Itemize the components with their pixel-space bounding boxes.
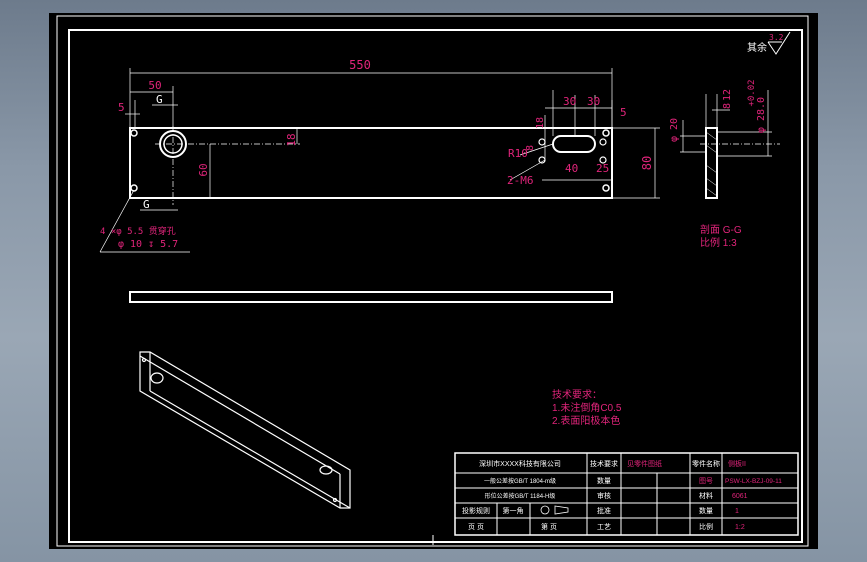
tb-company: 深圳市XXXX科技有限公司 <box>479 459 561 468</box>
dim-slot-30b: 30 <box>587 95 600 108</box>
tb-r2: 一般公差按GB/T 1804-m级 <box>484 477 556 485</box>
corner-hole <box>130 129 138 137</box>
tb-quantity: 1 <box>735 508 739 515</box>
section-view <box>700 127 780 199</box>
title-block <box>454 452 799 536</box>
dim-radius: R10 <box>508 147 528 160</box>
tb-r1c3: 技术要求 <box>590 459 618 468</box>
corner-hole <box>602 129 610 137</box>
tech-req-line1: 1.未注倒角C0.5 <box>552 401 622 414</box>
dim-hole-x: 50 <box>148 79 161 92</box>
tech-req-title: 技术要求： <box>552 388 602 401</box>
tb-r3c5: 材料 <box>699 491 713 500</box>
dim-tapped-holes: 2-M6 <box>507 174 534 187</box>
tb-r5c2: 第 页 <box>541 522 557 531</box>
dim-side-d20: φ 20 <box>669 118 680 142</box>
dim-slot-18: 18 <box>535 117 546 129</box>
front-view <box>129 126 613 205</box>
tb-r5c5: 比例 <box>699 522 713 531</box>
dim-slot-25: 25 <box>596 162 609 175</box>
tb-r5c1: 页 页 <box>468 523 484 531</box>
section-mark-top: G <box>156 93 163 106</box>
tb-drawing-no: PSW-LX-BZJ-09-11 <box>725 478 782 485</box>
roughness-note-label: 其余 <box>747 41 767 54</box>
projection-symbol <box>540 505 569 515</box>
roughness-symbol <box>767 31 791 55</box>
tb-material: 6061 <box>732 493 748 500</box>
tb-r2c5: 图号 <box>699 477 713 485</box>
tech-req-line2: 2.表面阳极本色 <box>552 414 620 427</box>
dim-60: 60 <box>197 163 210 176</box>
dim-slot-40: 40 <box>565 162 578 175</box>
corner-hole <box>130 184 138 192</box>
isometric-view <box>139 351 351 509</box>
drawing-sheet <box>49 13 818 549</box>
tb-r4c5: 数量 <box>699 506 713 515</box>
roughness-value: 3.2 <box>769 33 784 42</box>
dim-edge-right: 5 <box>620 106 627 119</box>
tb-r5c3: 工艺 <box>597 523 611 531</box>
tb-r2c3: 数量 <box>597 476 611 485</box>
dim-plate-width: 80 <box>640 156 654 170</box>
tb-r4c3: 批准 <box>597 506 611 515</box>
dim-side-tol: +0.02 <box>747 79 757 106</box>
plate-outline <box>129 127 613 199</box>
dim-slot-8: 8 <box>525 145 536 151</box>
dim-edge-left: 5 <box>118 101 125 114</box>
section-scale: 比例 1:3 <box>700 236 737 249</box>
section-dimensions <box>680 90 772 157</box>
front-dimensions <box>99 68 660 253</box>
tapped-hole <box>599 156 607 164</box>
outer-frame <box>56 15 809 547</box>
tb-r4c2: 第一角 <box>503 506 524 515</box>
tb-r3c3: 审核 <box>597 491 611 500</box>
hole-note-2: φ 10 ↧ 5.7 <box>118 239 178 250</box>
section-mark-bottom: G <box>143 198 150 211</box>
dim-side-d28: φ 28.0 <box>756 97 767 133</box>
dim-overall-length: 550 <box>349 58 371 72</box>
top-view <box>129 291 613 303</box>
tb-scale: 1:2 <box>735 524 745 531</box>
dim-18: 18 <box>285 133 298 146</box>
section-title: 剖面 G-G <box>700 223 742 236</box>
tb-r1c4: 见零件图纸 <box>627 459 662 468</box>
inner-frame <box>68 29 803 543</box>
dim-side-8: 8 <box>722 103 733 109</box>
title-block-text: 深圳市XXXX科技有限公司 技术要求 见零件图纸 零件名称 侧板II 一般公差按… <box>462 459 782 531</box>
hole-note-1: 4 ×φ 5.5 贯穿孔 <box>100 225 176 237</box>
tb-r3: 形位公差按GB/T 1184-H级 <box>485 492 556 500</box>
dim-slot-30a: 30 <box>563 95 576 108</box>
tb-r1c5: 零件名称 <box>692 459 720 468</box>
dim-side-12: 12 <box>722 89 733 101</box>
corner-hole <box>602 184 610 192</box>
tb-r4c1: 投影规则 <box>462 506 490 515</box>
tb-part-name: 侧板II <box>728 459 746 468</box>
